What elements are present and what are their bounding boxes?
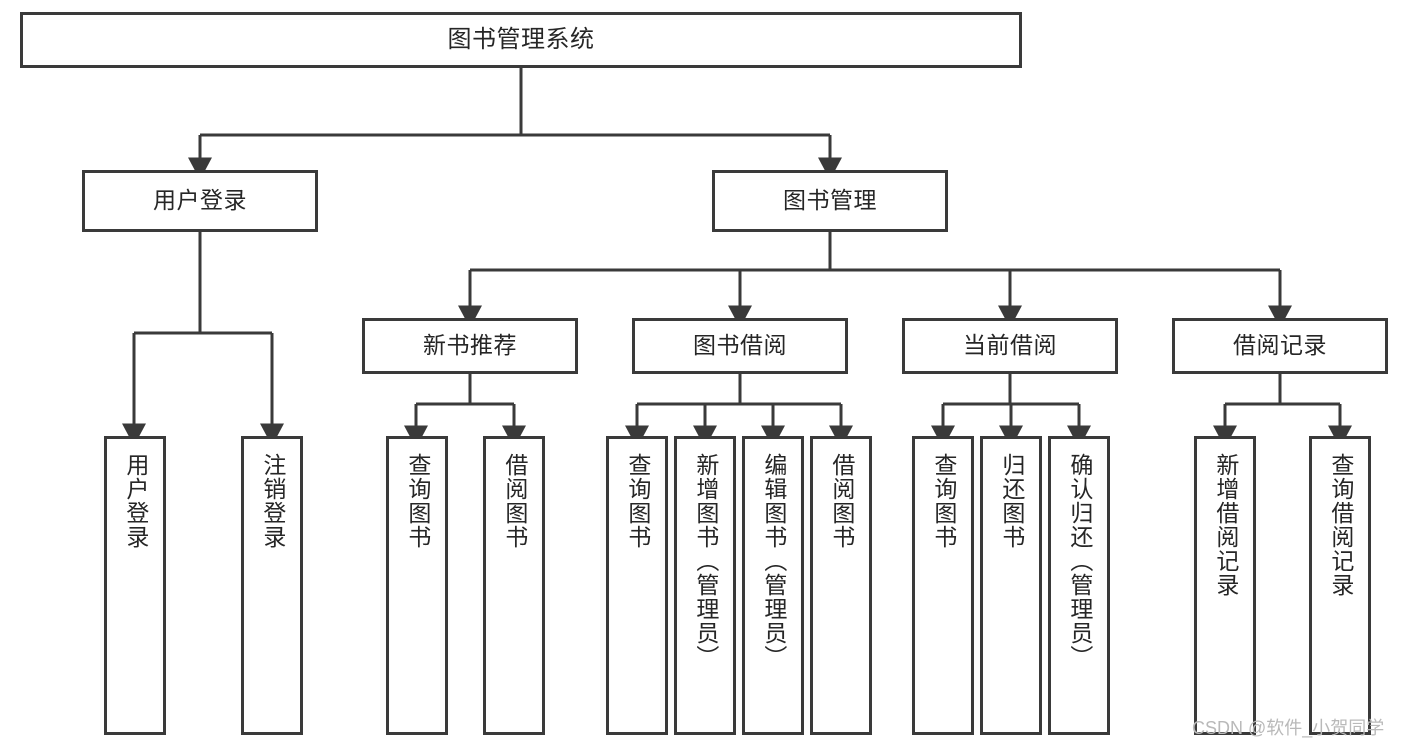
node-leaf-query-book-3[interactable]: 查询图书: [912, 436, 974, 735]
node-leaf-borrow-book-2[interactable]: 借阅图书: [810, 436, 872, 735]
node-borrow-record[interactable]: 借阅记录: [1172, 318, 1388, 374]
node-leaf-borrow-book-2-label: 借阅图书: [828, 453, 855, 549]
node-root-label: 图书管理系统: [447, 25, 595, 53]
node-leaf-edit-book-label: 编辑图书（管理员）: [760, 453, 787, 669]
node-leaf-confirm-return[interactable]: 确认归还（管理员）: [1048, 436, 1110, 735]
node-current-borrow[interactable]: 当前借阅: [902, 318, 1118, 374]
node-leaf-add-book-label: 新增图书（管理员）: [692, 453, 719, 669]
node-leaf-logout-label: 注销登录: [259, 453, 286, 549]
node-book-manage-label: 图书管理: [783, 187, 877, 214]
node-leaf-user-login-label: 用户登录: [122, 453, 149, 549]
node-book-borrow[interactable]: 图书借阅: [632, 318, 848, 374]
node-leaf-query-book-1[interactable]: 查询图书: [386, 436, 448, 735]
node-leaf-query-book-2-label: 查询图书: [624, 453, 651, 549]
node-leaf-query-record[interactable]: 查询借阅记录: [1309, 436, 1371, 735]
node-leaf-edit-book[interactable]: 编辑图书（管理员）: [742, 436, 804, 735]
node-leaf-query-book-1-label: 查询图书: [404, 453, 431, 549]
node-book-manage[interactable]: 图书管理: [712, 170, 948, 232]
node-leaf-return-book[interactable]: 归还图书: [980, 436, 1042, 735]
node-root[interactable]: 图书管理系统: [20, 12, 1022, 68]
node-leaf-return-book-label: 归还图书: [998, 453, 1025, 549]
node-leaf-add-record-label: 新增借阅记录: [1212, 453, 1239, 597]
node-leaf-borrow-book-1-label: 借阅图书: [501, 453, 528, 549]
node-leaf-confirm-return-label: 确认归还（管理员）: [1066, 453, 1093, 669]
node-user-login[interactable]: 用户登录: [82, 170, 318, 232]
node-leaf-query-book-2[interactable]: 查询图书: [606, 436, 668, 735]
node-borrow-record-label: 借阅记录: [1233, 332, 1327, 359]
node-leaf-logout[interactable]: 注销登录: [241, 436, 303, 735]
node-new-book-rec-label: 新书推荐: [423, 332, 517, 359]
node-book-borrow-label: 图书借阅: [693, 332, 787, 359]
node-leaf-query-record-label: 查询借阅记录: [1327, 453, 1354, 597]
node-current-borrow-label: 当前借阅: [963, 332, 1057, 359]
node-leaf-borrow-book-1[interactable]: 借阅图书: [483, 436, 545, 735]
watermark-text: CSDN @软件_小贺同学: [1192, 718, 1385, 738]
node-leaf-user-login[interactable]: 用户登录: [104, 436, 166, 735]
node-user-login-label: 用户登录: [153, 187, 247, 214]
node-leaf-query-book-3-label: 查询图书: [930, 453, 957, 549]
node-new-book-rec[interactable]: 新书推荐: [362, 318, 578, 374]
node-leaf-add-record[interactable]: 新增借阅记录: [1194, 436, 1256, 735]
node-leaf-add-book[interactable]: 新增图书（管理员）: [674, 436, 736, 735]
